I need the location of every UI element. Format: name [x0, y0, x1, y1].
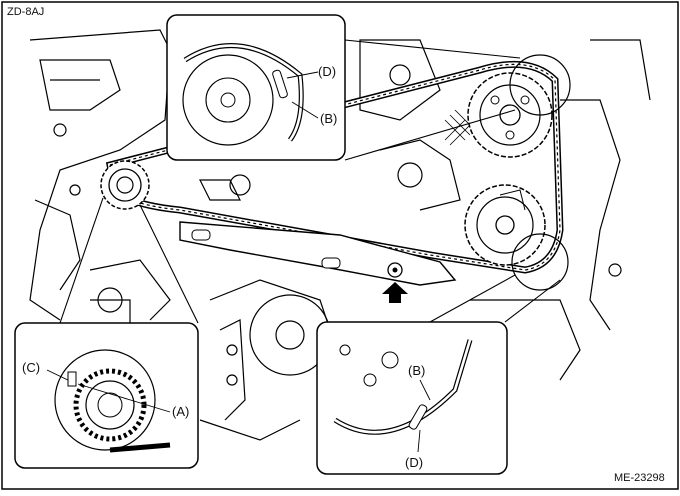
- inset-right: [316, 321, 508, 475]
- inset-left: [14, 322, 199, 469]
- label-right-d: (D): [405, 455, 424, 470]
- detail-circle-upper: [509, 54, 571, 116]
- hatched-area: [444, 109, 476, 146]
- cam-sprocket-lower: [464, 184, 546, 266]
- label-right-b: (B): [408, 363, 426, 378]
- cam-sprocket-upper: [467, 72, 553, 158]
- figure-reference: ME-23298: [614, 472, 665, 484]
- arrow-up-icon: [382, 282, 408, 303]
- inset-leader-lines: [59, 39, 561, 324]
- detail-circle-lower: [511, 233, 569, 291]
- label-top-d: (D): [318, 64, 337, 79]
- label-top-b: (B): [320, 111, 338, 126]
- inset-top: [166, 14, 346, 161]
- chain-tensioner-guide: [179, 221, 457, 286]
- crank-sprocket: [100, 160, 150, 210]
- figure-code: ZD-8AJ: [7, 6, 45, 18]
- label-left-c: (C): [22, 360, 41, 375]
- label-left-a: (A): [172, 404, 190, 419]
